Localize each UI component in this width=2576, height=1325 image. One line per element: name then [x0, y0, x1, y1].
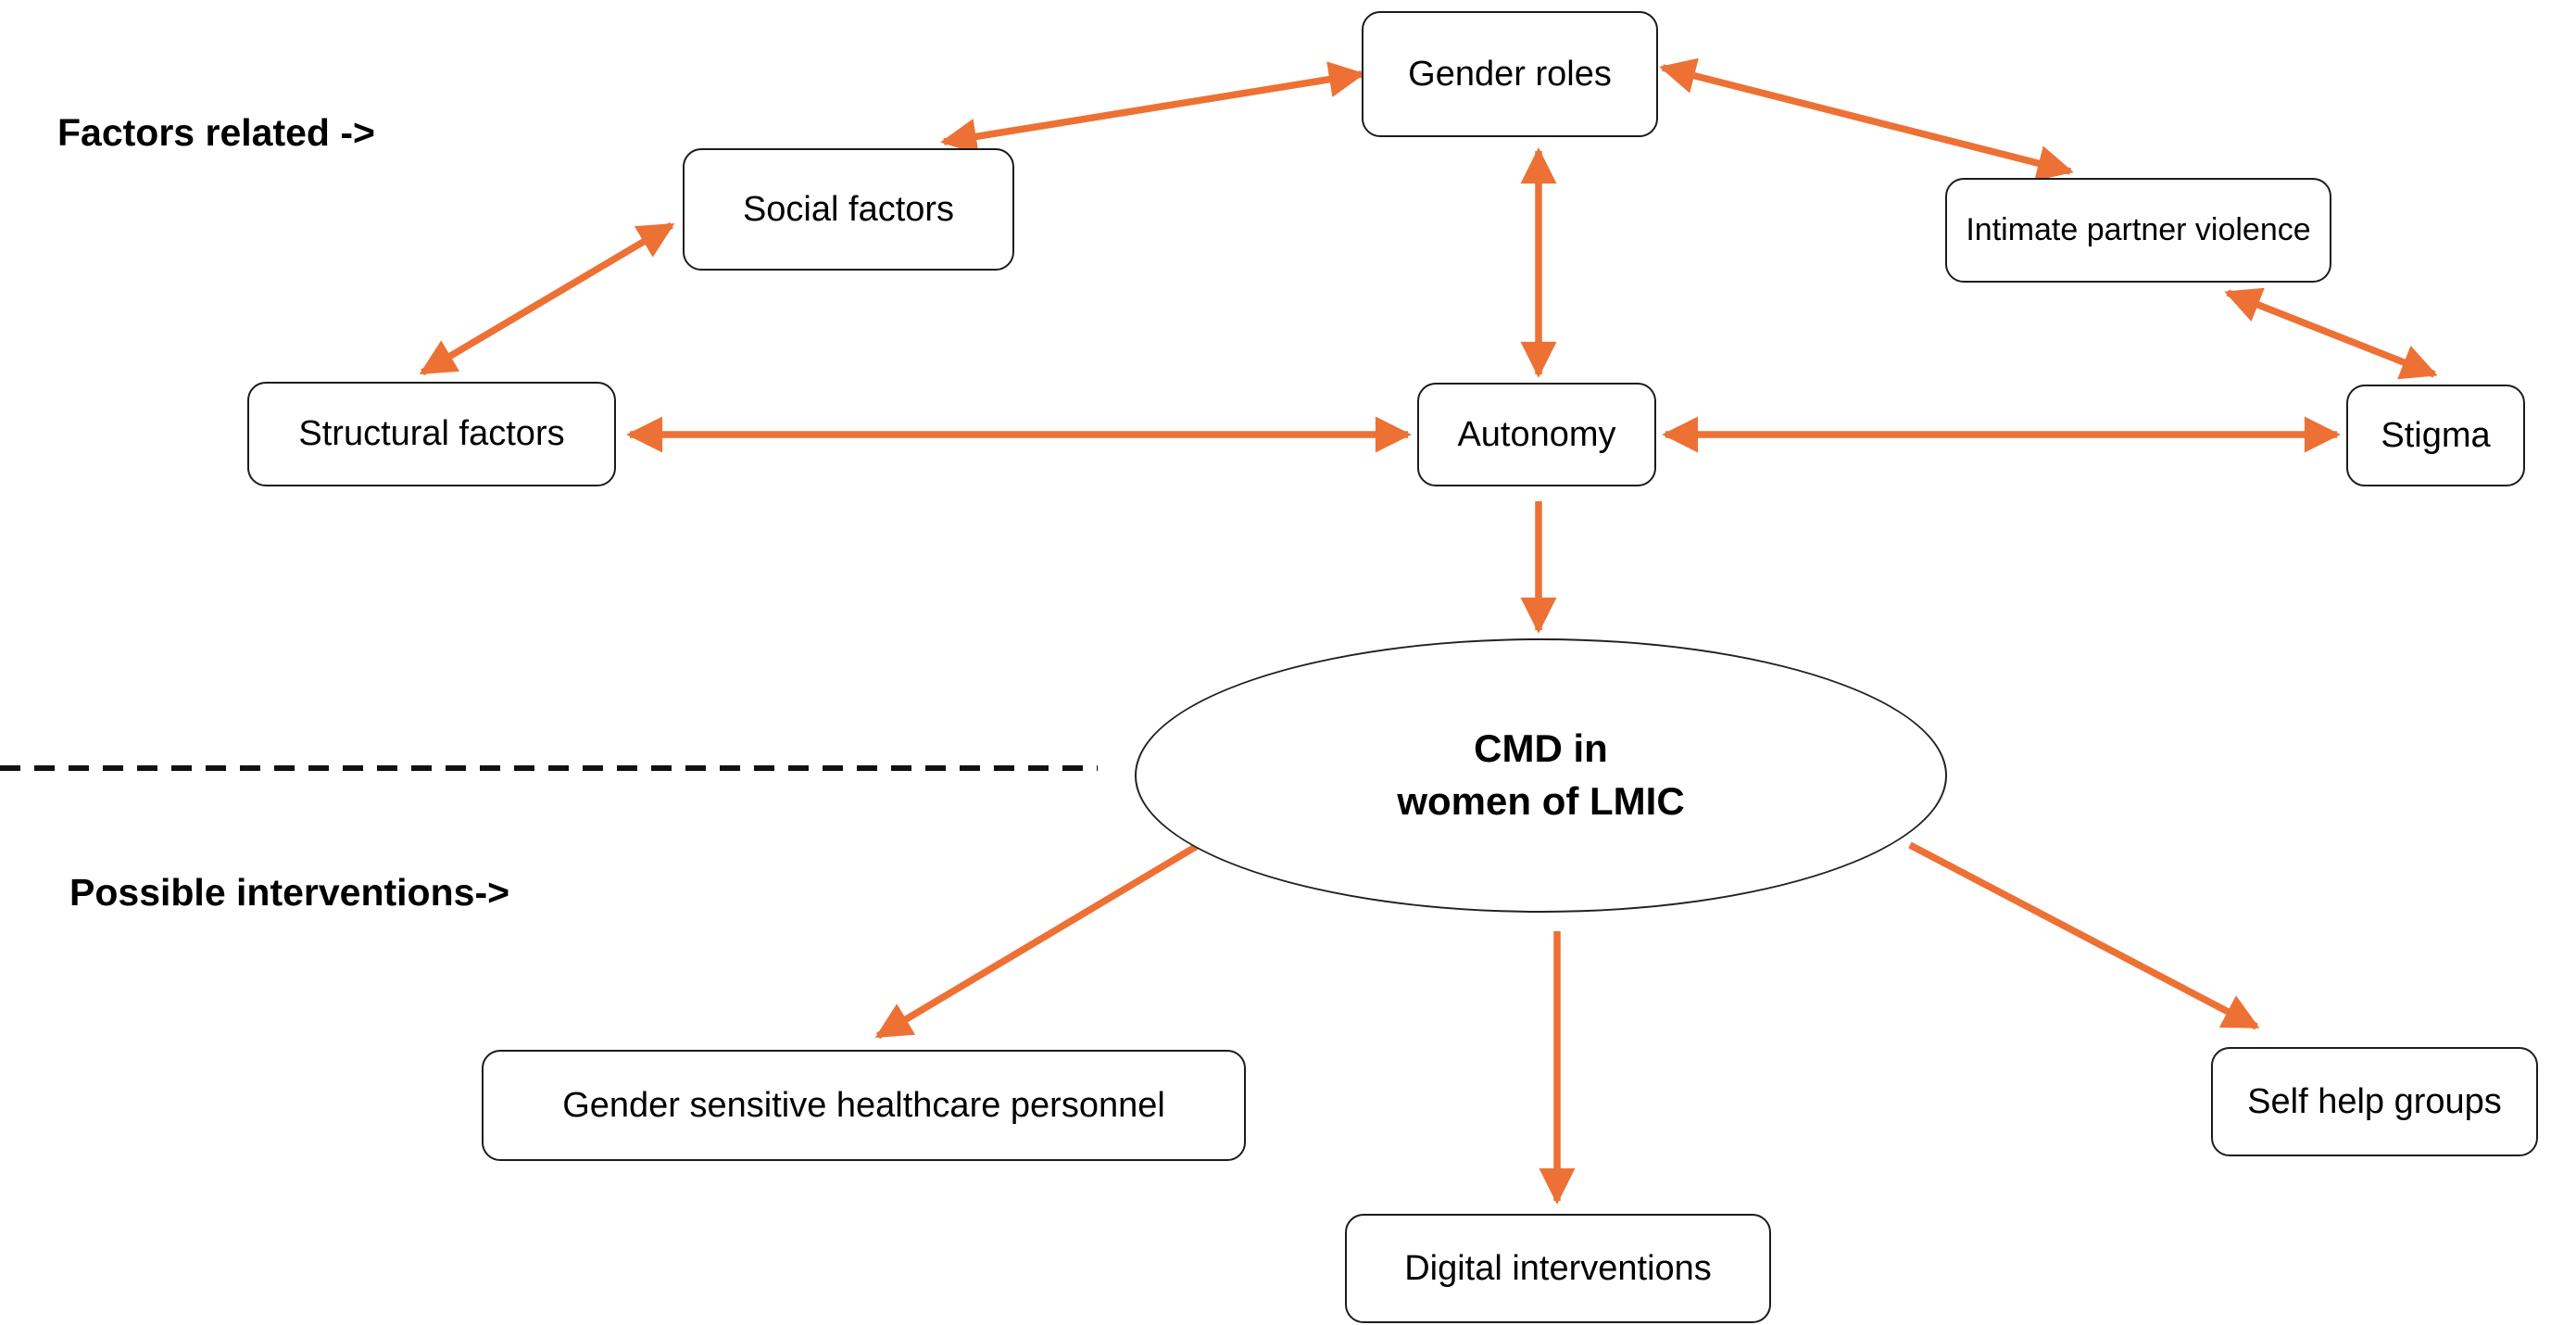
node-social-factors: Social factors — [683, 148, 1014, 271]
node-cmd-in-women-of-lmic: CMD in women of LMIC — [1135, 638, 1947, 913]
edge-social-factors-gender-roles — [940, 61, 1365, 155]
edge-social-factors-structural-factors — [419, 221, 675, 376]
node-intimate-partner-violence: Intimate partner violence — [1945, 178, 2331, 283]
node-digital-interventions: Digital interventions — [1345, 1214, 1771, 1323]
edge-cmd-self-help-groups — [1908, 841, 2260, 1030]
node-structural-factors: Structural factors — [247, 382, 616, 486]
edge-gender-roles-intimate-partner-violence — [1659, 57, 2074, 182]
node-stigma: Stigma — [2346, 385, 2525, 486]
section-label-possible-interventions: Possible interventions-> — [69, 871, 510, 914]
node-self-help-groups: Self help groups — [2211, 1047, 2538, 1156]
cmd-label-line2: women of LMIC — [1397, 779, 1685, 823]
edge-intimate-partner-violence-stigma — [2224, 287, 2438, 380]
edge-cmd-gender-sensitive-healthcare-personnel — [874, 841, 1200, 1040]
node-gender-sensitive-healthcare-personnel: Gender sensitive healthcare personnel — [482, 1050, 1246, 1161]
section-label-factors-related: Factors related -> — [57, 111, 375, 154]
cmd-label-line1: CMD in — [1474, 726, 1608, 771]
node-gender-roles: Gender roles — [1362, 11, 1658, 137]
node-autonomy: Autonomy — [1417, 383, 1656, 486]
